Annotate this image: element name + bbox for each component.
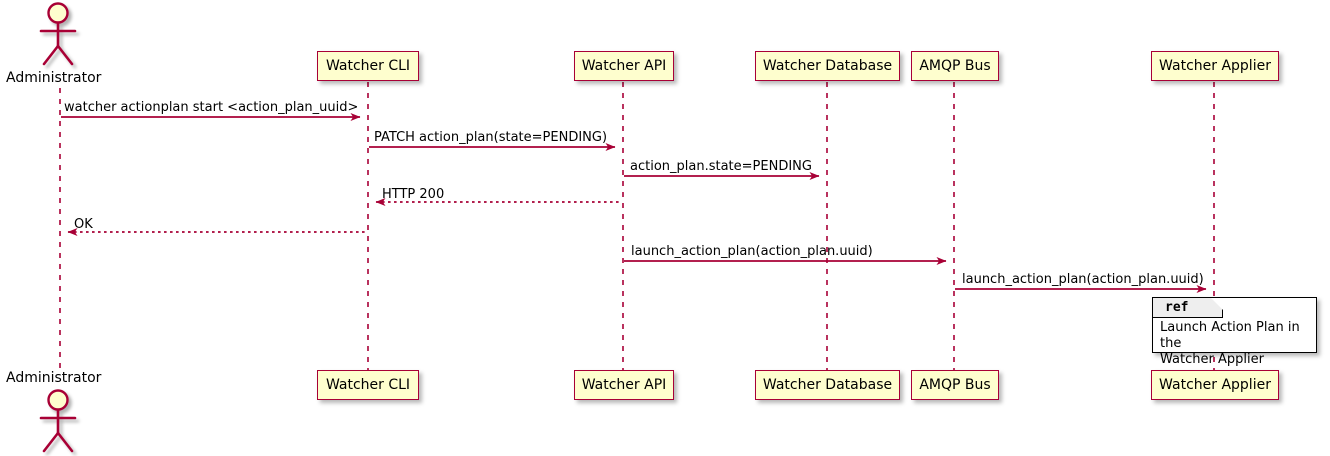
- actor-label-administrator-bottom: Administrator: [6, 370, 102, 386]
- participant-watcher-cli-bottom[interactable]: Watcher CLI: [317, 370, 419, 400]
- participant-watcher-applier-bottom[interactable]: Watcher Applier: [1151, 370, 1279, 400]
- message-label-m3: action_plan.state=PENDING: [630, 159, 812, 174]
- message-label-m2: PATCH action_plan(state=PENDING): [374, 130, 608, 145]
- lifelines: [59, 82, 1215, 372]
- message-label-m5: OK: [74, 217, 93, 232]
- message-label-m7: launch_action_plan(action_plan.uuid): [962, 272, 1204, 287]
- message-label-m1: watcher actionplan start <action_plan_uu…: [64, 100, 359, 115]
- message-arrows: [61, 113, 1207, 293]
- participant-watcher-database-top[interactable]: Watcher Database: [755, 51, 900, 81]
- actor-figure-bottom: [39, 389, 77, 453]
- participant-watcher-cli-top[interactable]: Watcher CLI: [317, 51, 419, 81]
- participant-watcher-database-bottom[interactable]: Watcher Database: [755, 370, 900, 400]
- actor-label-administrator-top: Administrator: [6, 70, 102, 86]
- ref-fragment[interactable]: ref Launch Action Plan in the Watcher Ap…: [1152, 297, 1317, 367]
- ref-fragment-line-1: Launch Action Plan in the: [1160, 320, 1300, 351]
- participant-amqp-bus-bottom[interactable]: AMQP Bus: [911, 370, 999, 400]
- ref-fragment-body: Launch Action Plan in the Watcher Applie…: [1160, 320, 1316, 368]
- message-label-m4: HTTP 200: [382, 187, 445, 202]
- participant-watcher-api-bottom[interactable]: Watcher API: [574, 370, 674, 400]
- ref-fragment-line-2: Watcher Applier: [1160, 352, 1264, 367]
- participant-watcher-api-top[interactable]: Watcher API: [574, 51, 674, 81]
- participant-watcher-applier-top[interactable]: Watcher Applier: [1151, 51, 1279, 81]
- message-label-m6: launch_action_plan(action_plan.uuid): [631, 244, 873, 259]
- participant-amqp-bus-top[interactable]: AMQP Bus: [911, 51, 999, 81]
- actor-figure-top: [39, 2, 77, 66]
- ref-fragment-keyword: ref: [1165, 300, 1189, 315]
